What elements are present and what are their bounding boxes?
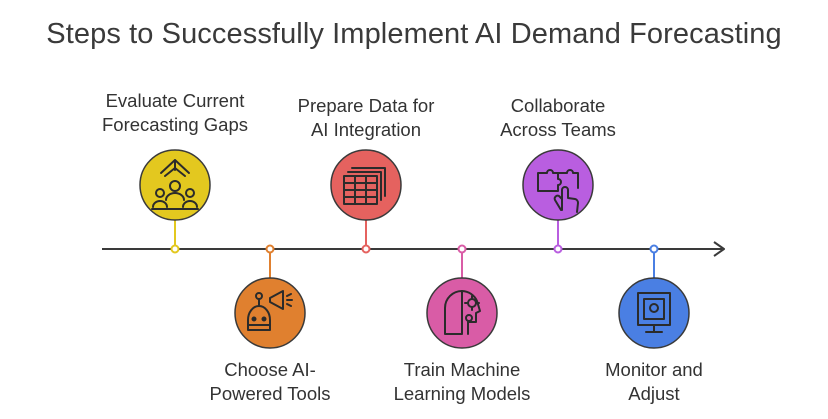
data-table-icon bbox=[343, 167, 386, 205]
step-4-label: Train Machine Learning Models bbox=[367, 358, 557, 406]
step-3-label: Prepare Data for AI Integration bbox=[271, 94, 461, 142]
step-1-label-line-2: Forecasting Gaps bbox=[101, 114, 248, 135]
step-2-label-line-1: Choose AI- bbox=[224, 359, 316, 380]
head-gears-icon bbox=[444, 290, 481, 335]
step-6-label: Monitor and Adjust bbox=[559, 358, 749, 406]
step-2-label-line-2: Powered Tools bbox=[209, 383, 331, 404]
step-3-node bbox=[361, 244, 371, 254]
step-5-label: Collaborate Across Teams bbox=[463, 94, 653, 142]
step-4-node bbox=[457, 244, 467, 254]
step-1-label-line-1: Evaluate Current bbox=[105, 90, 245, 111]
step-2 bbox=[234, 244, 306, 349]
step-1-node bbox=[170, 244, 180, 254]
step-2-circle bbox=[234, 277, 306, 349]
step-3-label-line-2: AI Integration bbox=[310, 119, 422, 140]
step-5-label-line-2: Across Teams bbox=[500, 119, 616, 140]
step-4-label-line-1: Train Machine bbox=[403, 359, 521, 380]
step-2-node bbox=[265, 244, 275, 254]
step-5-label-line-1: Collaborate bbox=[510, 95, 606, 116]
step-1 bbox=[139, 149, 211, 254]
monitor-camera-icon bbox=[637, 292, 671, 333]
robot-megaphone-icon bbox=[247, 290, 293, 331]
step-5 bbox=[522, 149, 594, 254]
step-4-label-line-2: Learning Models bbox=[393, 383, 531, 404]
timeline-arrowhead bbox=[713, 241, 725, 257]
step-6-label-line-1: Monitor and bbox=[605, 359, 703, 380]
step-1-label: Evaluate Current Forecasting Gaps bbox=[80, 89, 270, 137]
step-2-label: Choose AI- Powered Tools bbox=[175, 358, 365, 406]
step-6-label-line-2: Adjust bbox=[628, 383, 680, 404]
step-5-node bbox=[553, 244, 563, 254]
step-3 bbox=[330, 149, 402, 254]
diagram-title: Steps to Successfully Implement AI Deman… bbox=[46, 18, 782, 50]
step-6 bbox=[618, 244, 690, 349]
step-6-node bbox=[649, 244, 659, 254]
puzzle-hand-icon bbox=[537, 169, 579, 213]
evaluation-team-icon bbox=[151, 159, 199, 210]
step-1-circle bbox=[139, 149, 211, 221]
step-4 bbox=[426, 244, 498, 349]
step-3-label-line-1: Prepare Data for bbox=[297, 95, 435, 116]
